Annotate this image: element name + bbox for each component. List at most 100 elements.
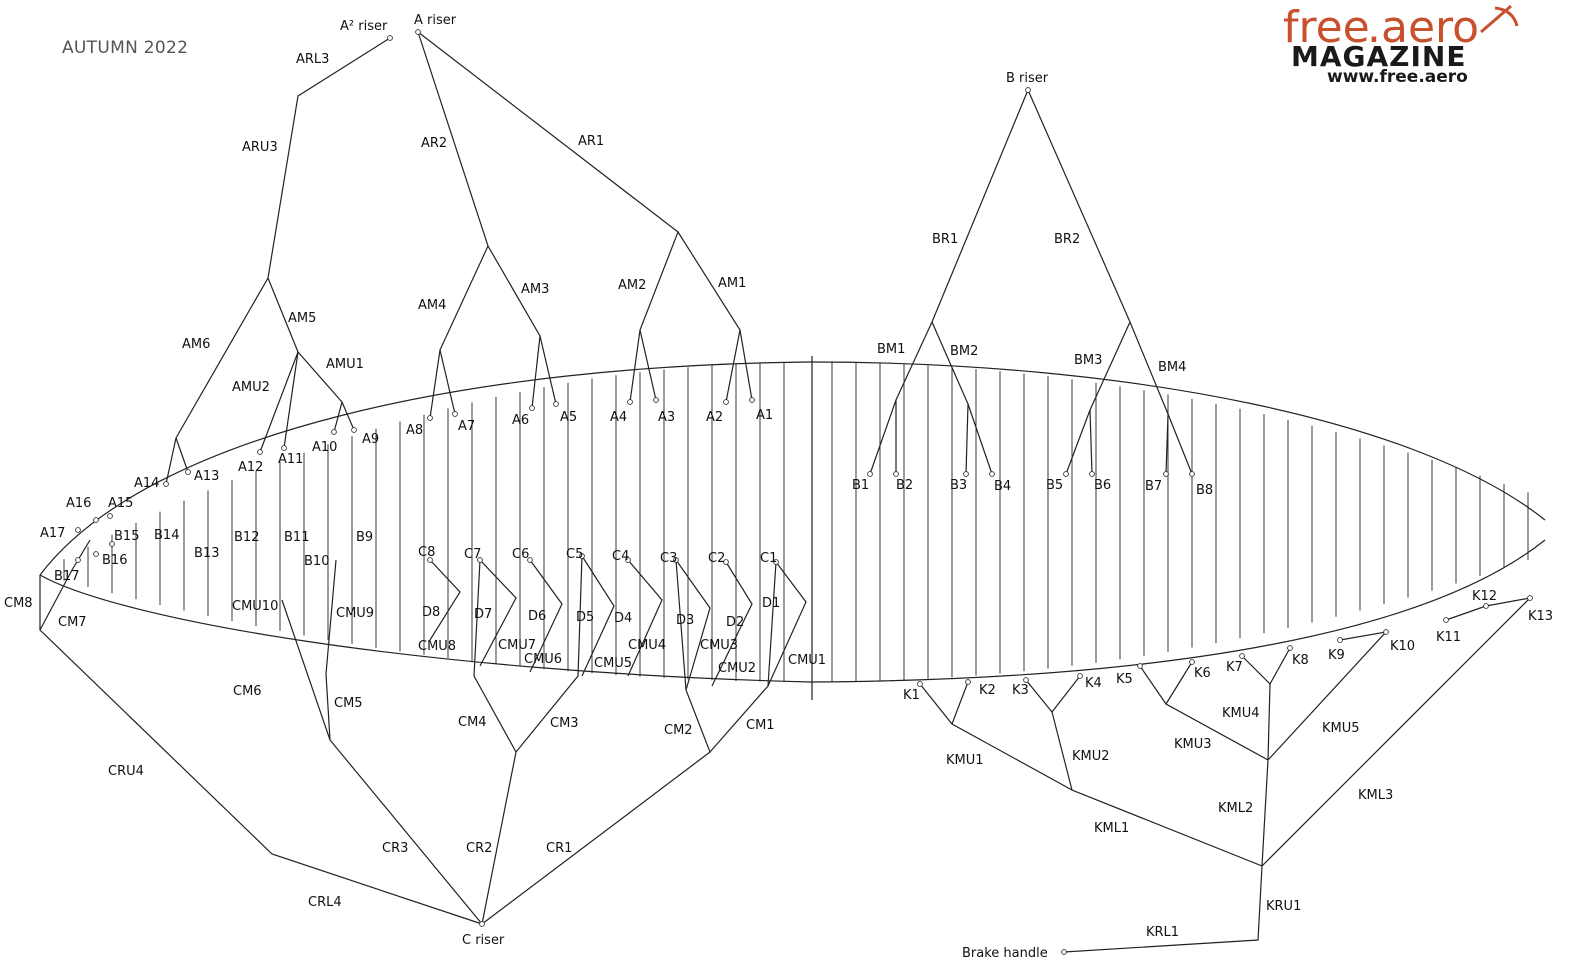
line-label-krl1: KRL1 — [1146, 925, 1179, 940]
line-label-amu1: AMU1 — [326, 357, 364, 372]
line-label-d1: D1 — [762, 596, 780, 611]
line-label-d5: D5 — [576, 610, 594, 625]
attachment-point — [625, 557, 631, 563]
attachment-point — [1163, 471, 1169, 477]
line-label-cr3: CR3 — [382, 841, 408, 856]
attachment-point — [723, 559, 729, 565]
b-line-cascade — [869, 89, 1193, 475]
attachment-point — [1527, 595, 1533, 601]
line-label-cr2: CR2 — [466, 841, 492, 856]
line-label-cm1: CM1 — [746, 718, 775, 733]
logo-aero: .aero — [1367, 2, 1479, 53]
line-label-cmu9: CMU9 — [336, 606, 374, 621]
line-label-k4: K4 — [1085, 676, 1102, 691]
attachment-point — [387, 35, 393, 41]
line-label-ar2: AR2 — [421, 136, 447, 151]
line-label-b1: B1 — [852, 478, 869, 493]
attachment-point — [1025, 87, 1031, 93]
line-label-cm3: CM3 — [550, 716, 579, 731]
attachment-point — [579, 553, 585, 559]
line-label-k3: K3 — [1012, 683, 1029, 698]
attachment-point — [75, 527, 81, 533]
logo-swoosh-icon — [1480, 4, 1519, 34]
line-label-a4: A4 — [610, 410, 627, 425]
line-label-b5: B5 — [1046, 478, 1063, 493]
line-label-bm3: BM3 — [1074, 353, 1102, 368]
line-label-k8: K8 — [1292, 653, 1309, 668]
line-label-d8: D8 — [422, 605, 440, 620]
line-label-a14: A14 — [134, 476, 159, 491]
line-label-d2: D2 — [726, 615, 744, 630]
line-label-k6: K6 — [1194, 666, 1211, 681]
attachment-point — [1061, 949, 1067, 955]
line-label-bm2: BM2 — [950, 344, 978, 359]
attachment-point — [893, 471, 899, 477]
line-label-k1: K1 — [903, 688, 920, 703]
line-label-a9: A9 — [362, 432, 379, 447]
attachment-point — [867, 471, 873, 477]
attachment-point — [331, 429, 337, 435]
line-label-cm7: CM7 — [58, 615, 87, 630]
line-label-cmu7: CMU7 — [498, 638, 536, 653]
line-label-c3: C3 — [660, 551, 677, 566]
line-label-k2: K2 — [979, 683, 996, 698]
line-label-k11: K11 — [1436, 630, 1461, 645]
canopy — [39, 356, 1546, 700]
a-line-cascade — [165, 31, 753, 485]
line-label-riser-brake: Brake handle — [962, 946, 1048, 961]
line-label-ar1: AR1 — [578, 134, 604, 149]
attachment-point — [1077, 673, 1083, 679]
line-label-cmu5: CMU5 — [594, 656, 632, 671]
attachment-point — [673, 557, 679, 563]
line-label-c7: C7 — [464, 547, 481, 562]
line-label-k5: K5 — [1116, 672, 1133, 687]
attachment-point — [351, 427, 357, 433]
line-label-b11: B11 — [284, 530, 309, 545]
attachment-point — [723, 399, 729, 405]
line-label-aru3: ARU3 — [242, 140, 278, 155]
line-label-bm4: BM4 — [1158, 360, 1186, 375]
line-label-bm1: BM1 — [877, 342, 905, 357]
line-label-a2: A2 — [706, 410, 723, 425]
line-label-b2: B2 — [896, 478, 913, 493]
line-label-cr1: CR1 — [546, 841, 572, 856]
line-label-am4: AM4 — [418, 298, 446, 313]
line-label-cmu3: CMU3 — [700, 638, 738, 653]
attachment-point — [1443, 617, 1449, 623]
attachment-point — [529, 405, 535, 411]
line-label-c4: C4 — [612, 549, 629, 564]
attachment-point — [963, 471, 969, 477]
attachment-point — [1063, 471, 1069, 477]
attachment-point — [773, 559, 779, 565]
attachment-point — [109, 541, 115, 547]
attachment-point — [989, 471, 995, 477]
line-label-cmu6: CMU6 — [524, 652, 562, 667]
line-label-crl4: CRL4 — [308, 895, 342, 910]
attachment-point — [1239, 653, 1245, 659]
attachment-point — [452, 411, 458, 417]
line-label-amu2: AMU2 — [232, 380, 270, 395]
line-label-a8: A8 — [406, 423, 423, 438]
attachment-point — [415, 29, 421, 35]
line-label-kml3: KML3 — [1358, 788, 1393, 803]
line-label-b8: B8 — [1196, 483, 1213, 498]
line-label-cm4: CM4 — [458, 715, 487, 730]
line-label-cm5: CM5 — [334, 696, 363, 711]
line-label-cmu2: CMU2 — [718, 661, 756, 676]
line-label-cmu10: CMU10 — [232, 599, 278, 614]
line-label-a17: A17 — [40, 526, 65, 541]
line-label-d4: D4 — [614, 611, 632, 626]
line-label-kmu2: KMU2 — [1072, 749, 1110, 764]
line-label-a10: A10 — [312, 440, 337, 455]
line-label-k13: K13 — [1528, 609, 1553, 624]
line-label-a13: A13 — [194, 469, 219, 484]
line-label-b7: B7 — [1145, 479, 1162, 494]
line-label-a12: A12 — [238, 460, 263, 475]
attachment-point — [163, 481, 169, 487]
attachment-point — [527, 557, 533, 563]
line-label-am6: AM6 — [182, 337, 210, 352]
line-label-c1: C1 — [760, 551, 777, 566]
line-label-am5: AM5 — [288, 311, 316, 326]
